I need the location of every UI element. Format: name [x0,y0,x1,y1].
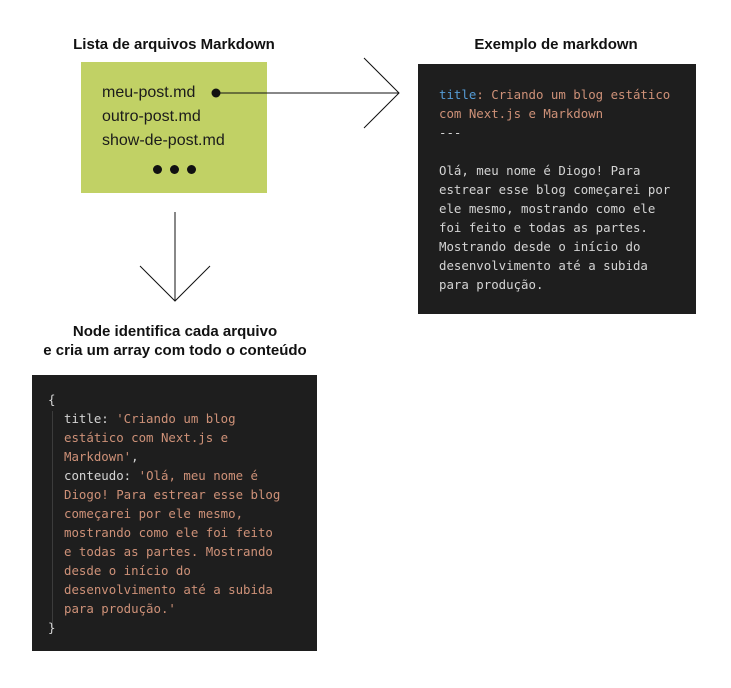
node-heading-line-2: e cria um array com todo o conteúdo [43,342,307,359]
frontmatter-key: title [439,87,477,102]
files-heading: Lista de arquivos Markdown [73,36,275,53]
file-item: outro-post.md [102,108,201,125]
node-heading-line-1: Node identifica cada arquivo [72,323,278,340]
title-value-line: estático com Next.js e [64,430,229,445]
close-brace: } [48,620,56,635]
title-property-line: title: 'Criando um blog [64,411,236,426]
content-value-line: desenvolvimento até a subida [64,582,273,597]
node-object-code: { title: 'Criando um blog estático com N… [32,375,317,651]
body-line: Olá, meu nome é Diogo! Para [439,163,641,178]
content-value-line: mostrando como ele foi feito [64,525,273,540]
example-markdown-code: title: Criando um blog estático com Next… [418,64,696,314]
open-brace: { [48,392,56,407]
body-line: Mostrando desde o início do [439,239,641,254]
body-line: para produção. [439,277,544,292]
body-line: desenvolvimento até a subida [439,258,648,273]
content-value-line: desde o início do [64,563,191,578]
content-key: conteudo: [64,468,139,483]
ellipsis-dot [187,165,196,174]
content-value-line: para produção.' [64,601,176,616]
title-value-line: Markdown', [64,449,139,464]
content-value-line: Diogo! Para estrear esse blog [64,487,281,502]
node-heading: Node identifica cada arquivo e cria um a… [20,322,330,360]
ellipsis-dot [153,165,162,174]
indent-guide [52,411,53,627]
frontmatter-separator: --- [439,125,462,140]
body-line: foi feito e todas as partes. [439,220,648,235]
body-line: ele mesmo, mostrando como ele [439,201,656,216]
example-heading: Exemplo de markdown [474,36,638,53]
frontmatter-title-line: title: Criando um blog estático [439,87,671,102]
content-value-line: começarei por ele mesmo, [64,506,244,521]
content-property-line: conteudo: 'Olá, meu nome é [64,468,258,483]
body-line: estrear esse blog começarei por [439,182,671,197]
title-key: title: [64,411,117,426]
ellipsis-dot [170,165,179,174]
file-item: show-de-post.md [102,132,225,149]
file-item: meu-post.md [102,84,196,101]
content-value-line: e todas as partes. Mostrando [64,544,273,559]
down-arrow [139,212,211,302]
markdown-files-box: meu-post.md outro-post.md show-de-post.m… [81,62,267,193]
frontmatter-title-continued: com Next.js e Markdown [439,106,604,121]
right-arrow [211,57,400,129]
